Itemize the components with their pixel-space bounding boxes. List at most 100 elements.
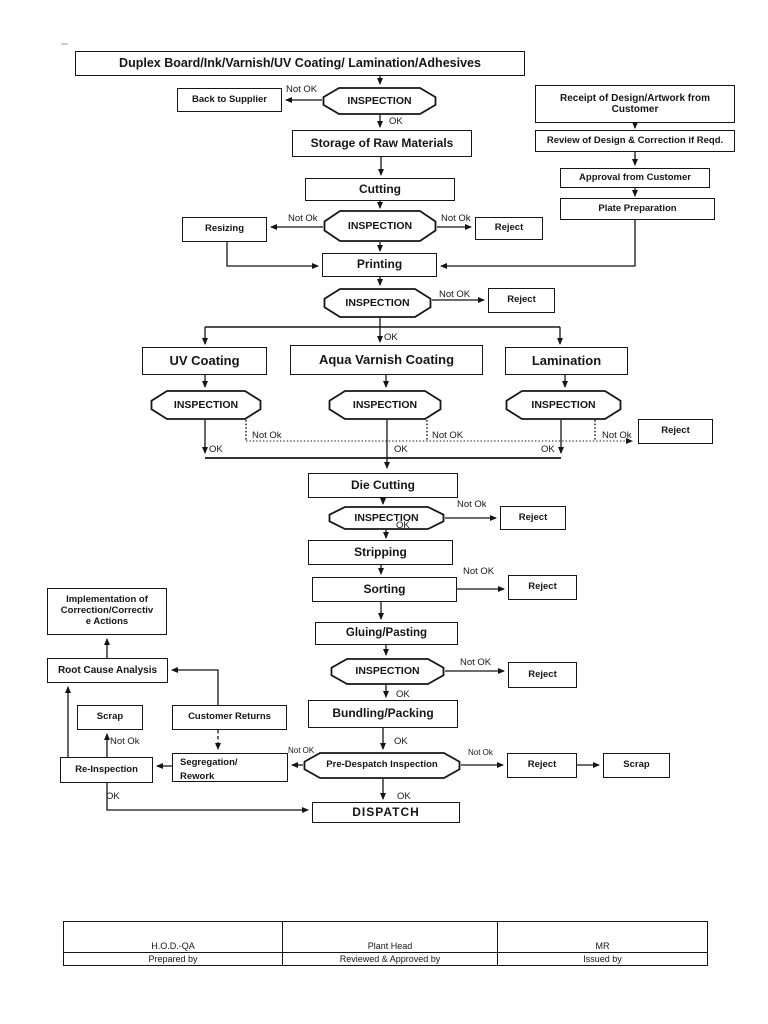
aqua-varnish-label: Aqua Varnish Coating (318, 351, 455, 367)
stripping-label: Stripping (354, 544, 407, 559)
label-ok-uv: OK (209, 444, 223, 455)
sorting-box: Sorting (312, 577, 457, 602)
uv-coating-box: UV Coating (142, 347, 267, 375)
signoff-role-prepared: Prepared by (64, 952, 283, 965)
inspection-raw-materials: INSPECTION (322, 87, 437, 115)
inspection-lamination: INSPECTION (505, 390, 622, 420)
label-notok-segregation: Not OK (288, 746, 315, 755)
label-ok-dispatch: OK (397, 791, 411, 802)
plate-preparation-label: Plate Preparation (598, 202, 677, 214)
label-notok-resizing: Not Ok (288, 213, 318, 224)
receipt-of-design-label: Receipt of Design/Artwork from Customer (559, 92, 711, 116)
signoff-name-hod: H.O.D.-QA (64, 922, 283, 952)
label-ok-branch: OK (384, 332, 398, 343)
inspection-cutting: INSPECTION (323, 210, 437, 242)
inspection-aqua-varnish: INSPECTION (328, 390, 442, 420)
stripping-box: Stripping (308, 540, 453, 565)
reject-label: Reject (528, 581, 557, 593)
cutting-box: Cutting (305, 178, 455, 201)
reject-label: Reject (518, 511, 548, 523)
die-cutting-label: Die Cutting (351, 477, 415, 492)
review-of-design-label: Review of Design & Correction if Reqd. (546, 134, 724, 146)
raw-materials-title-box: Duplex Board/Ink/Varnish/UV Coating/ Lam… (75, 51, 525, 76)
signoff-name: MR (595, 941, 610, 951)
inspection-label: INSPECTION (352, 398, 418, 411)
inspection-label: INSPECTION (355, 665, 420, 678)
pre-despatch-label: Pre-Despatch Inspection (326, 759, 438, 771)
reject-box-sorting: Reject (508, 575, 577, 600)
octagon-outline (150, 390, 262, 420)
implementation-corrective-actions-box: Implementation of Correction/Correctiv e… (47, 588, 167, 635)
customer-returns-label: Customer Returns (188, 711, 271, 723)
scrap-box-pre-despatch: Scrap (603, 753, 670, 778)
inspection-label: INSPECTION (531, 398, 596, 411)
segregation-rework-box: Segregation/ Rework (172, 753, 288, 782)
signoff-role: Prepared by (148, 954, 198, 964)
scan-artifact (61, 43, 68, 45)
plate-preparation-box: Plate Preparation (560, 198, 715, 220)
printing-box: Printing (322, 253, 437, 277)
octagon-outline (303, 752, 461, 779)
resizing-label: Resizing (204, 223, 245, 235)
dispatch-box: DISPATCH (312, 802, 460, 823)
bundling-packing-box: Bundling/Packing (308, 700, 458, 728)
label-notok-uv: Not Ok (252, 430, 282, 441)
label-ok-diecut: OK (396, 520, 410, 531)
review-of-design-box: Review of Design & Correction if Reqd. (535, 130, 735, 152)
signoff-name-planthead: Plant Head (283, 922, 498, 952)
octagon-outline (330, 658, 445, 685)
implementation-line1: Implementation of (66, 594, 148, 606)
aqua-varnish-coating-box: Aqua Varnish Coating (290, 345, 483, 375)
implementation-line2: Correction/Correctiv (60, 605, 154, 617)
octagon-outline (323, 288, 432, 318)
re-inspection-label: Re-Inspection (75, 763, 138, 775)
cutting-label: Cutting (359, 181, 401, 196)
implementation-line3: e Actions (85, 615, 129, 627)
reject-box-printing: Reject (488, 288, 555, 313)
scrap-label: Scrap (96, 711, 124, 723)
inspection-label: INSPECTION (173, 398, 239, 411)
octagon-outline (328, 506, 445, 530)
sorting-label: Sorting (363, 581, 406, 596)
reject-label: Reject (527, 759, 557, 771)
label-notok-gluing: Not OK (460, 657, 492, 668)
label-notok-sorting: Not OK (463, 566, 495, 577)
inspection-label: INSPECTION (347, 219, 413, 232)
signoff-name: Plant Head (367, 941, 413, 951)
octagon-outline (322, 87, 437, 115)
octagon-outline (328, 390, 442, 420)
storage-raw-materials-box: Storage of Raw Materials (292, 130, 472, 157)
inspection-die-cutting: INSPECTION (328, 506, 445, 530)
back-to-supplier-box: Back to Supplier (177, 88, 282, 112)
label-notok-predespatch: Not Ok (468, 748, 493, 757)
label-notok-reject2: Not OK (439, 289, 471, 300)
reject-box-coating: Reject (638, 419, 713, 444)
octagon-outline (505, 390, 622, 420)
label-notok-scrap: Not Ok (110, 736, 140, 747)
root-cause-analysis-label: Root Cause Analysis (57, 664, 158, 676)
label-ok-storage: OK (389, 116, 403, 127)
reject-label: Reject (528, 668, 557, 680)
scrap-label: Scrap (623, 759, 650, 771)
reject-box-die-cutting: Reject (500, 506, 566, 530)
signoff-role: Reviewed & Approved by (339, 954, 441, 964)
reject-box-pre-despatch: Reject (507, 753, 577, 778)
storage-raw-materials-label: Storage of Raw Materials (310, 135, 454, 150)
receipt-of-design-box: Receipt of Design/Artwork from Customer (535, 85, 735, 123)
customer-returns-box: Customer Returns (172, 705, 287, 730)
label-ok-reinspection: OK (106, 791, 120, 802)
reject-box-cutting: Reject (475, 217, 543, 240)
inspection-label: INSPECTION (345, 296, 410, 309)
label-notok-aqua: Not OK (432, 430, 464, 441)
label-ok-lamination: OK (541, 444, 555, 455)
label-ok-bundling: OK (394, 736, 408, 747)
inspection-label: INSPECTION (347, 94, 412, 107)
bundling-packing-label: Bundling/Packing (332, 706, 434, 721)
back-to-supplier-label: Back to Supplier (192, 93, 267, 105)
reject-label: Reject (494, 222, 524, 234)
dispatch-label: DISPATCH (352, 804, 420, 819)
die-cutting-box: Die Cutting (308, 473, 458, 498)
lamination-box: Lamination (505, 347, 628, 375)
